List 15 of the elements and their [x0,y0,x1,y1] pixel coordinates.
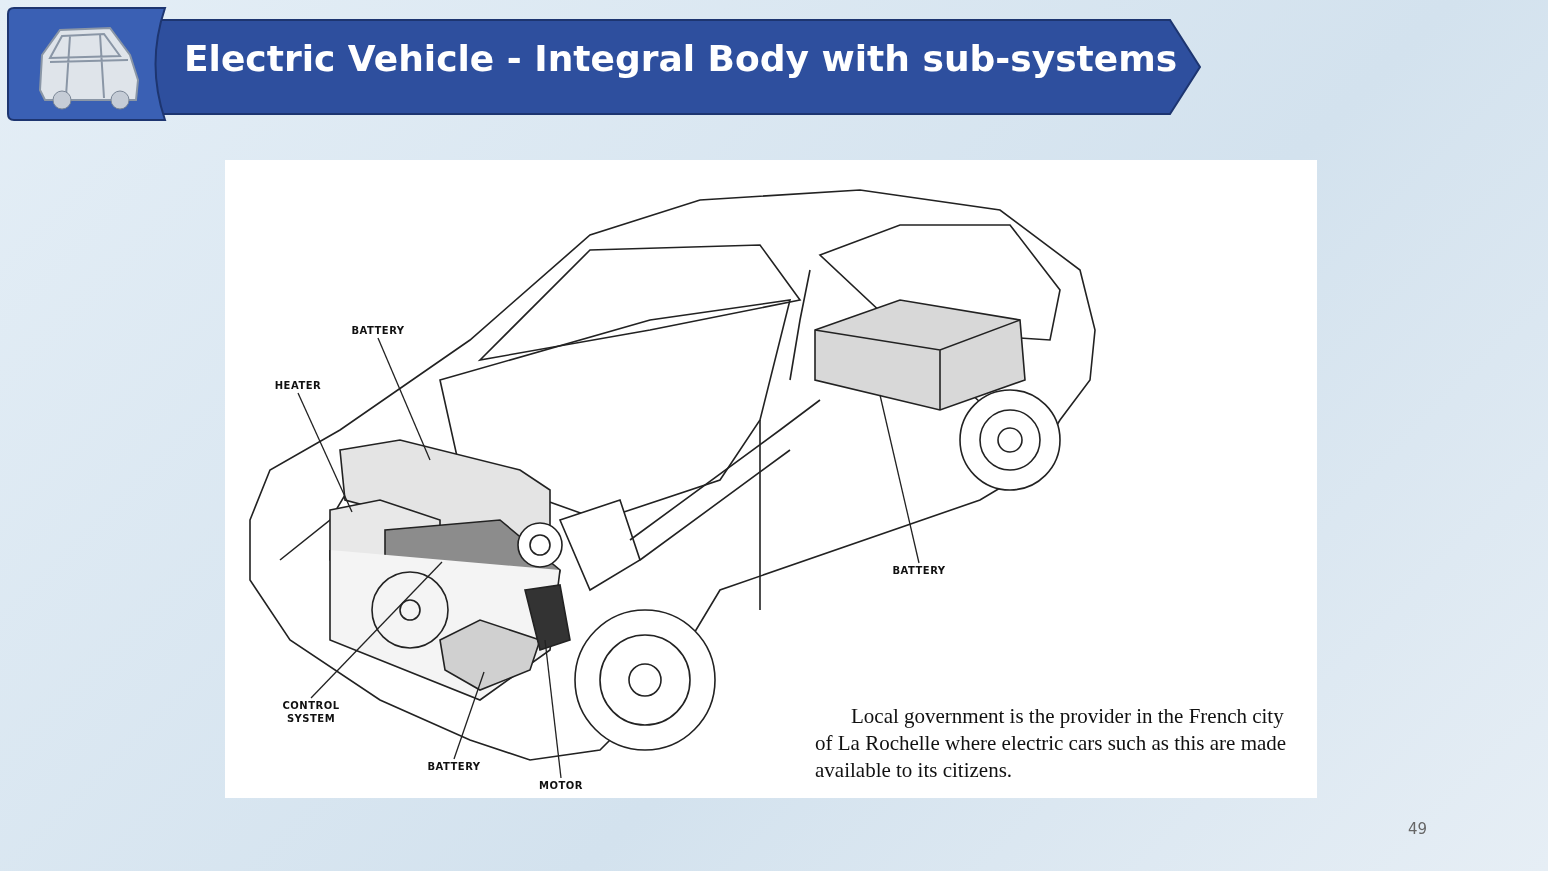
leader-line [297,392,353,513]
part-label: MOTOR [534,779,588,792]
part-label: BATTERY [887,564,951,577]
part-label: BATTERY [422,760,486,773]
leader-line [544,639,562,779]
leader-line [879,394,920,564]
leader-line [453,671,485,760]
leader-line [310,561,443,699]
part-label: HEATER [270,379,326,392]
figure-caption: Local government is the provider in the French city of La Rochelle where electric cars such as this are made available to its citizens. [815,703,1288,784]
part-label: CONTROL SYSTEM [276,699,346,725]
leader-line [377,337,431,461]
slide-title: Electric Vehicle - Integral Body with sub-systems [184,38,1178,79]
page-number: 49 [1408,820,1428,838]
part-label: BATTERY [346,324,410,337]
